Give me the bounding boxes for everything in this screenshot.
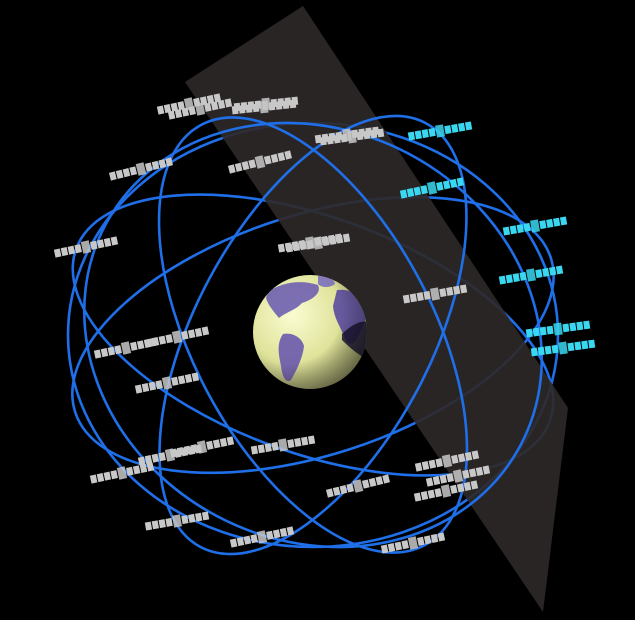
highlighted-satellite-2 <box>399 177 465 199</box>
satellite-10 <box>93 337 159 359</box>
satellites-layer <box>53 93 596 554</box>
satellite-20 <box>144 511 210 531</box>
satellite-23 <box>285 233 351 253</box>
satellite-8 <box>402 284 468 304</box>
highlighted-satellite-3 <box>502 216 568 236</box>
satellite-11 <box>134 372 200 394</box>
satellite-16 <box>414 450 480 472</box>
satellite-22 <box>380 532 446 554</box>
satellite-26 <box>319 128 385 146</box>
highlighted-satellite-1 <box>407 121 473 141</box>
satellite-13 <box>137 444 203 466</box>
highlighted-satellite-5 <box>525 320 591 338</box>
satellite-15 <box>250 435 316 455</box>
satellite-19 <box>413 480 479 502</box>
earth-globe <box>253 275 367 389</box>
front-orbit-1 <box>157 116 469 554</box>
satellite-5 <box>108 157 174 181</box>
front-orbit-2 <box>158 114 468 556</box>
front-orbit-3 <box>82 121 544 549</box>
satellite-14 <box>89 462 155 484</box>
satellite-24 <box>233 96 299 112</box>
back-orbit-2 <box>71 195 555 475</box>
orbit-ellipses-front <box>82 114 544 556</box>
highlighted-satellite-4 <box>498 265 564 285</box>
satellite-21 <box>229 526 295 548</box>
highlighted-satellite-6 <box>530 339 596 357</box>
satellite-6 <box>53 236 119 258</box>
satellite-18 <box>325 474 391 498</box>
satellite-4 <box>227 150 293 174</box>
orbital-plane <box>185 6 568 612</box>
satellite-17 <box>425 465 491 487</box>
satellite-25 <box>156 93 222 115</box>
